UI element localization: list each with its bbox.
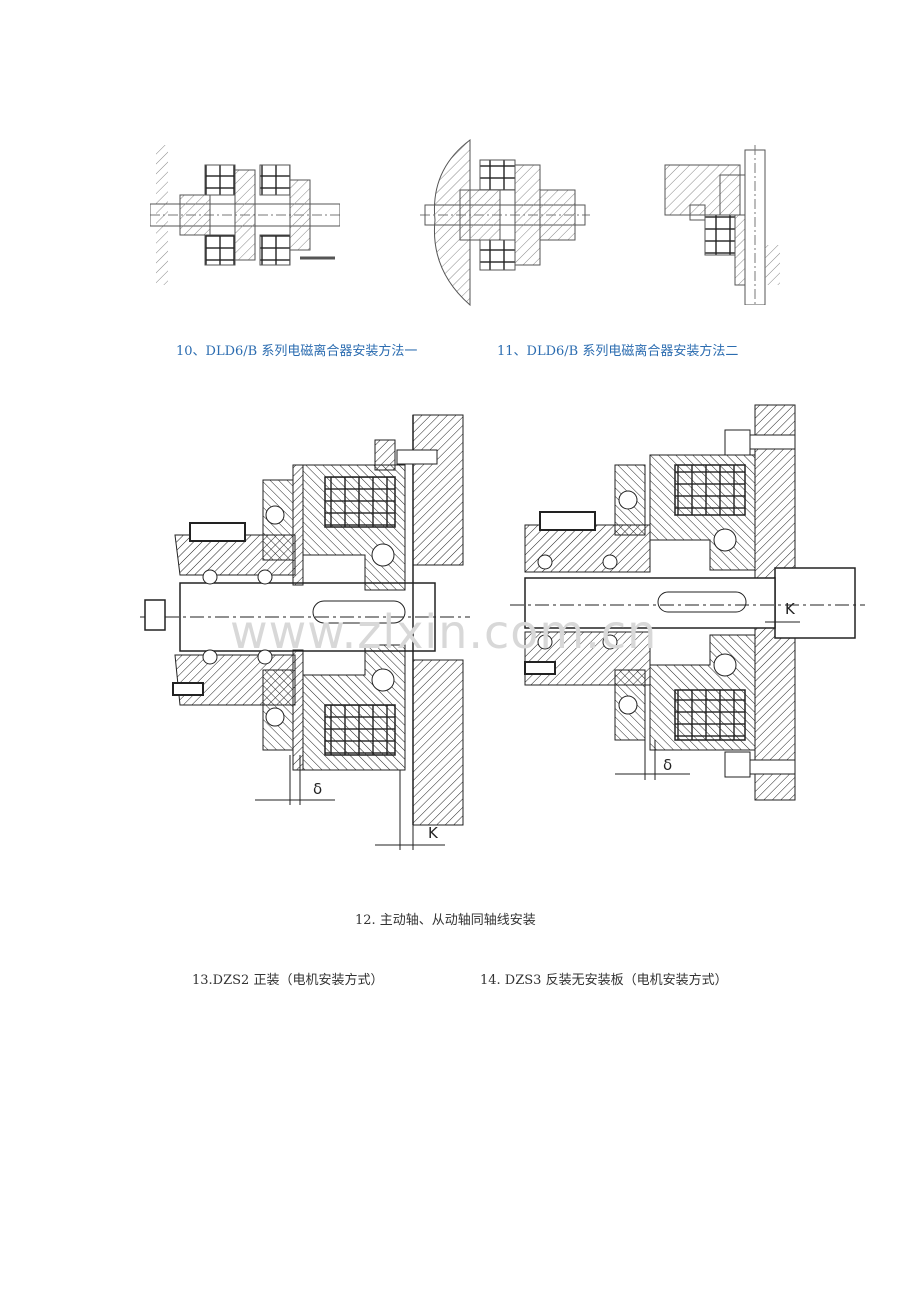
dzs2-front-mount-drawing: δ K: [140, 414, 470, 850]
caption-fig11: 11、DLD6/B 系列电磁离合器安装方法二: [497, 344, 739, 359]
dzs3-reverse-mount-drawing: δ K: [510, 404, 865, 801]
caption-fig12: 12. 主动轴、从动轴同轴线安装: [355, 913, 536, 928]
clutch-drawing-method-1: [150, 145, 340, 285]
watermark: www.zlxin.com.cn: [230, 605, 658, 659]
delta-label-right: δ: [663, 756, 672, 774]
caption-fig10: 10、DLD6/B 系列电磁离合器安装方法一: [176, 344, 418, 359]
delta-label: δ: [313, 780, 322, 798]
caption-fig13: 13.DZS2 正装（电机安装方式）: [192, 973, 384, 988]
clutch-drawing-method-2a: [420, 138, 590, 307]
k-label-right: K: [785, 600, 796, 618]
k-label: K: [428, 824, 439, 842]
clutch-drawing-method-2b: [664, 145, 780, 305]
caption-fig14: 14. DZS3 反装无安装板（电机安装方式）: [480, 973, 728, 988]
